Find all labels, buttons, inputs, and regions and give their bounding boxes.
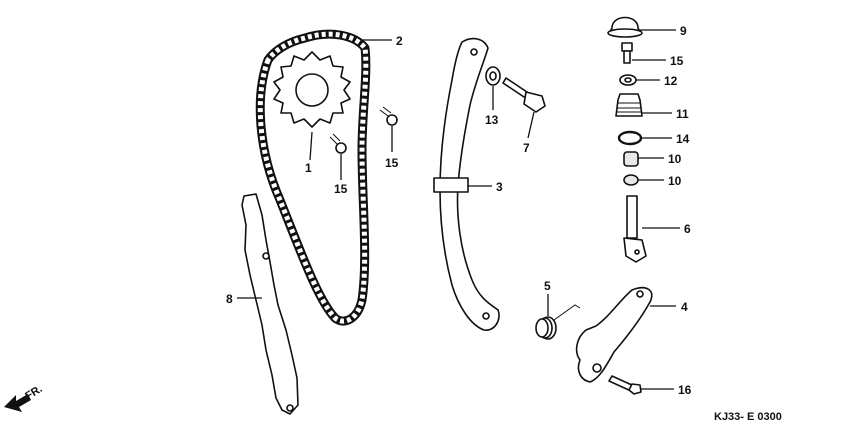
callout-14: 14 bbox=[676, 132, 690, 146]
cam-chain-guide bbox=[241, 193, 299, 415]
callout-10-lower: 10 bbox=[668, 174, 682, 188]
tensioner-rod-6 bbox=[623, 195, 647, 263]
callout-9: 9 bbox=[680, 24, 687, 38]
front-direction-arrow: FR. bbox=[4, 383, 45, 412]
callout-6: 6 bbox=[684, 222, 691, 236]
spacer-10-lower bbox=[623, 174, 639, 186]
callout-12: 12 bbox=[664, 74, 678, 88]
tensioner-stopper-4 bbox=[575, 286, 653, 383]
tensioner-arm bbox=[433, 37, 500, 331]
callout-10-upper: 10 bbox=[668, 152, 682, 166]
leader-lines bbox=[237, 29, 680, 390]
callout-11: 11 bbox=[676, 107, 689, 121]
bolt-15-right bbox=[379, 106, 398, 126]
spacer-10-upper bbox=[623, 151, 639, 167]
pivot-bolt-7 bbox=[502, 77, 546, 113]
callout-4: 4 bbox=[681, 300, 688, 314]
tensioner-lifter-11 bbox=[615, 93, 643, 117]
sealing-cap-9 bbox=[607, 16, 643, 38]
callout-5: 5 bbox=[544, 279, 551, 293]
callout-13: 13 bbox=[485, 113, 499, 127]
bolt-15-top bbox=[621, 42, 633, 64]
callout-16: 16 bbox=[678, 383, 692, 397]
bolt-15-lower bbox=[329, 133, 347, 154]
cam-chain bbox=[255, 29, 371, 326]
callout-3: 3 bbox=[496, 180, 503, 194]
callout-15-lower: 15 bbox=[334, 182, 348, 196]
callout-15-right: 15 bbox=[385, 156, 399, 170]
washer-12 bbox=[619, 74, 637, 86]
callout-15-top: 15 bbox=[670, 54, 684, 68]
callout-2: 2 bbox=[396, 34, 403, 48]
washer-13 bbox=[485, 66, 501, 86]
callout-7: 7 bbox=[523, 141, 530, 155]
tensioner-spring-5 bbox=[535, 304, 581, 340]
callout-8: 8 bbox=[226, 292, 233, 306]
cam-sprocket bbox=[273, 51, 351, 128]
bolt-16 bbox=[608, 375, 642, 395]
callout-1: 1 bbox=[305, 161, 312, 175]
diagram-code: KJ33- E 0300 bbox=[714, 411, 782, 423]
o-ring-14 bbox=[617, 130, 643, 146]
